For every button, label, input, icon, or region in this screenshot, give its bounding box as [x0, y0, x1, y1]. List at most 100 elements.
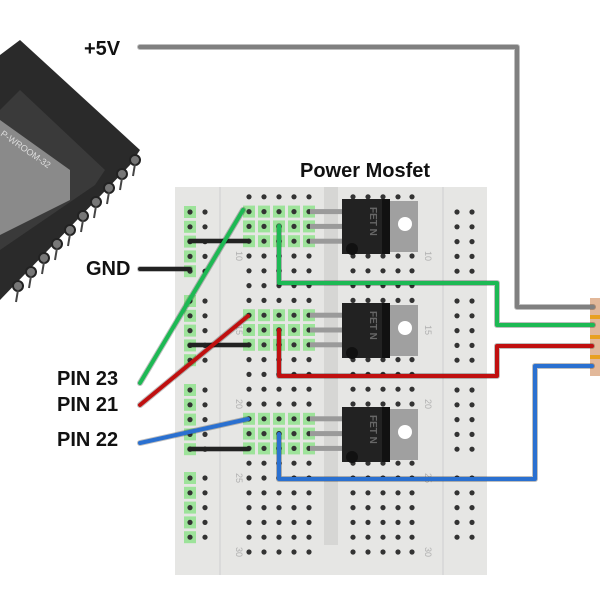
header-pin [77, 210, 89, 222]
hole [380, 519, 386, 526]
label-pin23: PIN 23 [57, 368, 119, 390]
rail-hole [202, 417, 208, 423]
rail-hole [469, 402, 475, 408]
row-number: 10 [423, 251, 433, 261]
header-pin [12, 280, 24, 292]
mosfet-notch [346, 347, 358, 359]
header-pin-leg [54, 247, 58, 261]
hole [350, 549, 356, 555]
hole [365, 357, 371, 363]
rail-hole [187, 253, 193, 259]
header-pin [25, 266, 37, 278]
hole [409, 505, 415, 511]
rail-hole [469, 417, 475, 423]
hole [261, 519, 267, 526]
mosfet-lead [310, 416, 346, 422]
hole [276, 549, 282, 555]
hole [365, 297, 371, 303]
rail-hole [469, 431, 475, 437]
hole [261, 505, 267, 511]
hole [395, 194, 401, 200]
row-number: 25 [234, 473, 244, 483]
rail-hole [187, 209, 193, 215]
hole [306, 268, 312, 274]
hole [306, 357, 312, 363]
rail-hole [454, 402, 460, 408]
hole [365, 401, 371, 407]
hole [261, 357, 267, 363]
rail-hole [454, 417, 460, 423]
rail-hole [202, 475, 208, 481]
hole [350, 401, 356, 407]
wire-pin21 [138, 314, 250, 407]
hole [261, 312, 267, 318]
hole [365, 253, 371, 259]
wires [137, 44, 596, 482]
hole [261, 209, 267, 215]
hole [380, 357, 386, 363]
hole [409, 386, 415, 392]
hole [246, 519, 252, 526]
hole [380, 253, 386, 259]
hole [291, 268, 297, 274]
rail-hole [469, 239, 475, 245]
hole [350, 534, 356, 540]
hole [409, 549, 415, 555]
header-pin-leg [132, 163, 136, 177]
mosfet-lead [310, 209, 346, 215]
hole [276, 312, 282, 318]
hole [350, 505, 356, 511]
hole [261, 238, 267, 244]
rail-hole [454, 534, 460, 540]
rail-hole [454, 253, 460, 259]
hole [261, 475, 267, 481]
label-5v: +5V [84, 38, 121, 60]
hole [276, 209, 282, 215]
rail-hole [202, 505, 208, 511]
hole [261, 268, 267, 274]
rail-hole [454, 342, 460, 348]
hole [291, 490, 297, 496]
row-number: 20 [234, 399, 244, 409]
hole [246, 534, 252, 540]
label-power-mosfet: Power Mosfet [300, 160, 431, 182]
row-number: 30 [423, 547, 433, 557]
hole [291, 460, 297, 466]
rail-hole [202, 431, 208, 437]
header-pin [116, 168, 128, 180]
wire-gate3-out [277, 364, 594, 481]
rail-hole [454, 313, 460, 319]
hole [409, 194, 415, 200]
rail-hole [187, 519, 193, 526]
hole [291, 549, 297, 555]
label-pin21: PIN 21 [57, 394, 119, 416]
hole [291, 194, 297, 200]
hole [409, 460, 415, 466]
hole [365, 386, 371, 392]
hole [276, 490, 282, 496]
hole [395, 297, 401, 303]
hole [350, 490, 356, 496]
hole [291, 209, 297, 215]
hole [246, 297, 252, 303]
hole [380, 534, 386, 540]
hole [276, 519, 282, 526]
rail-hole [202, 402, 208, 408]
hole [395, 253, 401, 259]
mosfet-lead [310, 238, 346, 244]
hole [380, 194, 386, 200]
hole [246, 209, 252, 215]
hole [291, 223, 297, 229]
hole [246, 386, 252, 392]
hole [350, 268, 356, 274]
header-pin [129, 154, 141, 166]
rail-hole [202, 253, 208, 259]
hole [409, 534, 415, 540]
hole [380, 268, 386, 274]
hole [380, 549, 386, 555]
rail-hole [202, 209, 208, 215]
rail-hole [469, 342, 475, 348]
hole [380, 297, 386, 303]
